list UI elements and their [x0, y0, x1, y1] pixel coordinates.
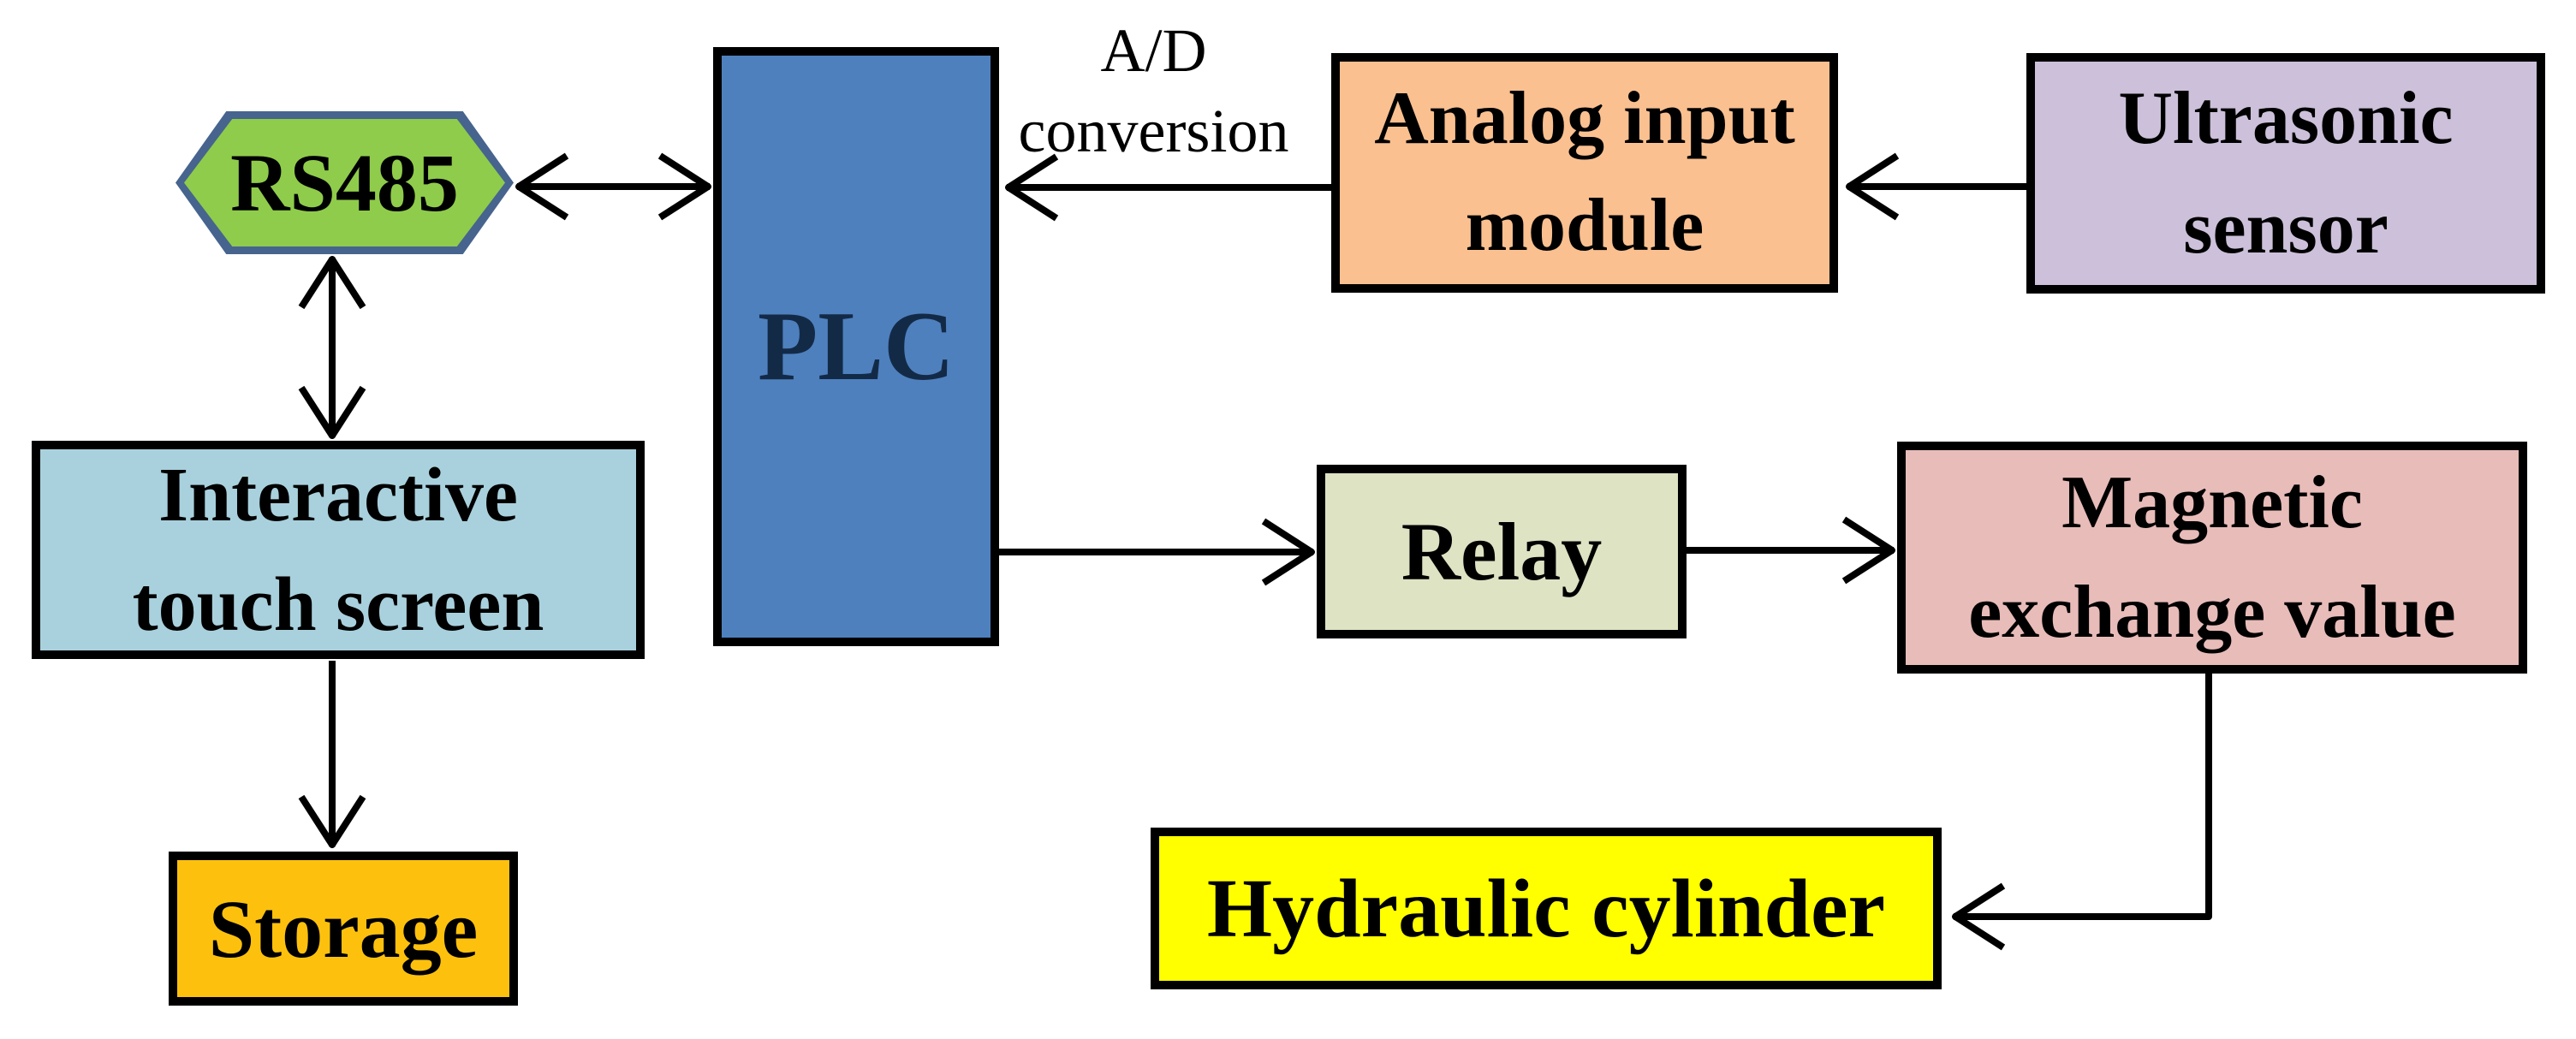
node-interactive-touch-screen: Interactive touch screen: [32, 441, 645, 659]
arrow-rs485-plc-bidirectional: [515, 152, 711, 221]
node-storage: Storage: [169, 852, 518, 1006]
arrow-magnetic-to-hydraulic: [1952, 674, 2212, 951]
analog-input-label-line2: module: [1465, 184, 1704, 267]
hydraulic-label: Hydraulic cylinder: [1206, 862, 1886, 955]
arrow-ultrasonic-to-analog: [1846, 152, 2026, 221]
arrow-plc-to-relay: [999, 518, 1315, 586]
magnetic-label-line1: Magnetic: [2061, 460, 2363, 544]
rs485-label: RS485: [230, 137, 459, 229]
arrow-rs485-touchscreen-bidirectional: [298, 256, 366, 439]
node-plc: PLC: [713, 47, 999, 646]
arrow-touchscreen-to-storage: [298, 661, 366, 848]
relay-label: Relay: [1401, 506, 1603, 597]
ad-conversion-line2: conversion: [1018, 97, 1289, 165]
touchscreen-label-line1: Interactive: [158, 452, 518, 537]
ultrasonic-label-line1: Ultrasonic: [2118, 76, 2454, 160]
node-magnetic-exchange-value: Magnetic exchange value: [1897, 442, 2527, 674]
ultrasonic-label-line2: sensor: [2183, 186, 2389, 270]
node-rs485: RS485: [176, 111, 514, 254]
touchscreen-label-line2: touch screen: [132, 561, 544, 647]
plc-label: PLC: [758, 292, 955, 401]
ad-conversion-line1: A/D: [1100, 16, 1207, 85]
node-ultrasonic-sensor: Ultrasonic sensor: [2026, 53, 2545, 294]
storage-label: Storage: [208, 882, 479, 975]
arrow-relay-to-magnetic: [1687, 516, 1895, 585]
magnetic-label-line2: exchange value: [1968, 570, 2456, 654]
ad-conversion-label: A/D conversion: [980, 10, 1327, 171]
rs485-hexagon-shape: [184, 119, 505, 246]
analog-input-label-line1: Analog input: [1374, 77, 1795, 161]
node-relay: Relay: [1317, 465, 1687, 638]
node-hydraulic-cylinder: Hydraulic cylinder: [1151, 828, 1942, 989]
node-analog-input-module: Analog input module: [1331, 53, 1838, 293]
